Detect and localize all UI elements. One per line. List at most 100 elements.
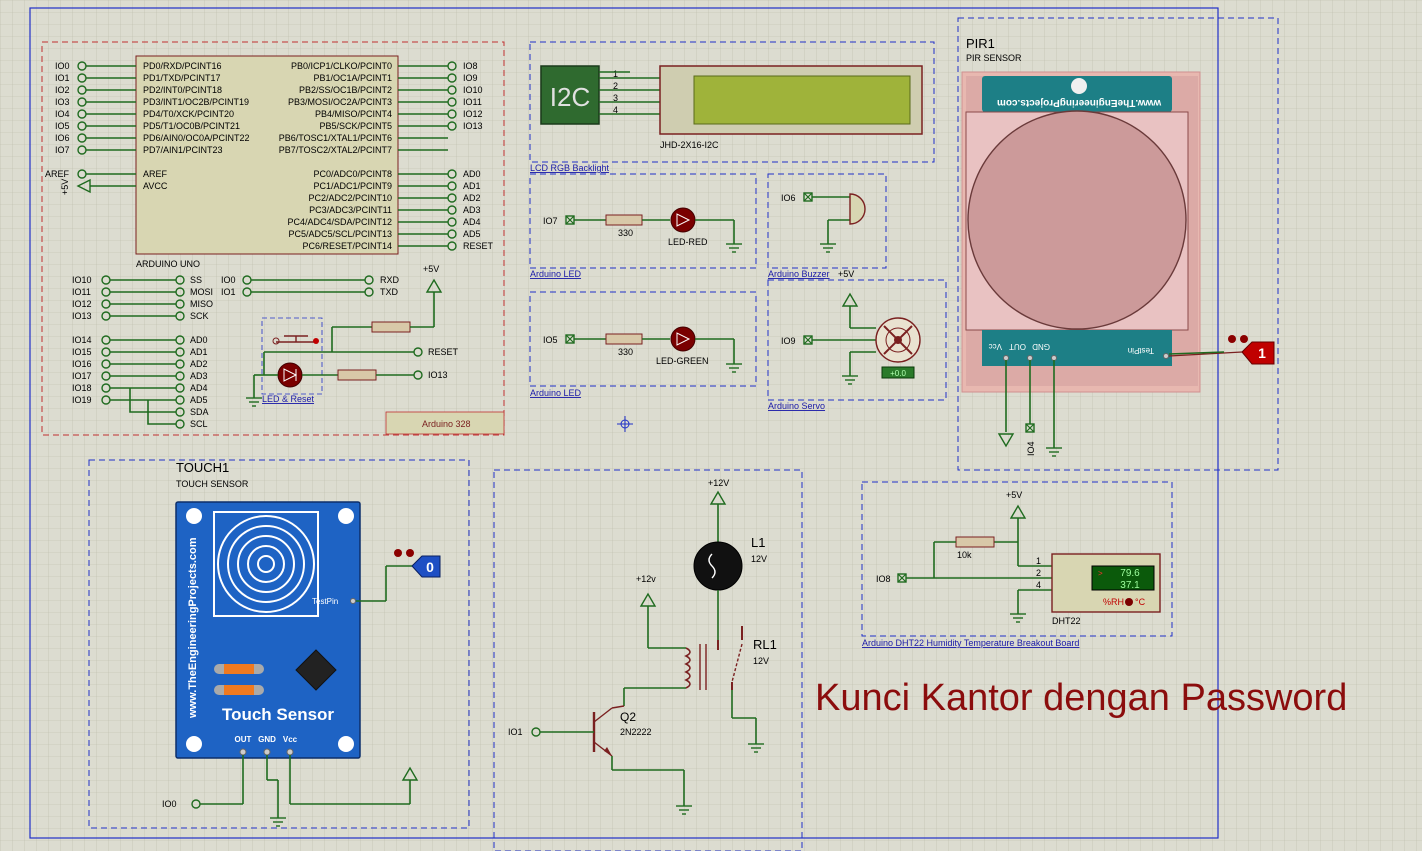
pir-pin-gnd[interactable] xyxy=(1051,355,1057,361)
origin-marker xyxy=(617,416,633,432)
buzzer-symbol[interactable] xyxy=(849,193,866,225)
relay-block[interactable]: +12V L1 12V +12v RL1 12V xyxy=(493,469,803,851)
terminal-io6[interactable] xyxy=(77,133,87,143)
touch-pin-gnd[interactable] xyxy=(263,748,271,756)
terminal-io12[interactable] xyxy=(447,109,457,119)
arduino-right-pin-label: PB3/MOSI/OC2A/PCINT3 xyxy=(288,97,392,107)
terminal-io1[interactable] xyxy=(77,73,87,83)
led-green-resistor[interactable] xyxy=(605,333,643,345)
touch-io: IO0 xyxy=(162,799,177,809)
svg-text:1: 1 xyxy=(1258,345,1266,361)
terminal-spi-out[interactable] xyxy=(175,287,185,297)
ad-out-label: AD2 xyxy=(190,359,208,369)
terminal-ad-out[interactable] xyxy=(175,347,185,357)
terminal-io2[interactable] xyxy=(77,85,87,95)
arduino-left-pin-label: PD7/AIN1/PCINT23 xyxy=(143,145,223,155)
pir-io: IO4 xyxy=(1026,441,1036,456)
dht-vcc-label: +5V xyxy=(1006,490,1022,500)
touch-generator-marker[interactable] xyxy=(411,555,441,578)
serial-out-label: TXD xyxy=(380,287,399,297)
terminal-spi-out[interactable] xyxy=(175,275,185,285)
led-red-resistor[interactable] xyxy=(605,214,643,226)
lcd-block[interactable]: I2C 1SCL2SDA3VDD4VSS JHD-2X16-I2C LCD RG… xyxy=(529,41,935,173)
arduino-left-io-label: IO2 xyxy=(55,85,70,95)
led-red-block[interactable]: IO7 330 LED-RED Arduino LED xyxy=(529,173,757,279)
terminal-io13[interactable] xyxy=(447,121,457,131)
ad-in-label: IO14 xyxy=(72,335,92,345)
pir-lens[interactable] xyxy=(967,110,1187,330)
terminal-ad-out[interactable] xyxy=(175,335,185,345)
terminal-ad0[interactable] xyxy=(447,169,457,179)
relay-coil[interactable] xyxy=(684,626,743,690)
arduino-analog-io-label: AD0 xyxy=(463,169,481,179)
terminal-io9[interactable] xyxy=(447,73,457,83)
pir-block[interactable]: PIR1 PIR SENSOR www.TheEngineeringProjec… xyxy=(957,17,1279,471)
ad-in-label: IO17 xyxy=(72,371,92,381)
led-green-block[interactable]: IO5 330 LED-GREEN Arduino LED xyxy=(529,291,757,398)
serial-in-label: IO0 xyxy=(221,275,236,285)
svg-text:0: 0 xyxy=(426,559,434,575)
terminal-io7[interactable] xyxy=(77,145,87,155)
terminal-serial-out[interactable] xyxy=(364,275,374,285)
reset-led[interactable] xyxy=(277,362,303,388)
avcc-5v-label: +5V xyxy=(60,179,70,195)
terminal-io8[interactable] xyxy=(447,61,457,71)
terminal-serial-out[interactable] xyxy=(364,287,374,297)
dht-resistor[interactable] xyxy=(955,536,995,548)
terminal-ad4[interactable] xyxy=(447,217,457,227)
reset-button[interactable] xyxy=(272,335,319,345)
dht-block[interactable]: +5V 10k IO8 1VDD2DATA4GND > 79.6 37.1 %R… xyxy=(861,481,1173,648)
terminal-reset[interactable] xyxy=(447,241,457,251)
buzzer-block[interactable]: IO6 Arduino Buzzer +5V xyxy=(767,173,887,279)
terminal-ad-out[interactable] xyxy=(175,395,185,405)
pir-name: PIR1 xyxy=(966,36,995,51)
spi-in-label: IO11 xyxy=(72,287,91,297)
pir-generator-marker[interactable] xyxy=(1241,341,1275,365)
terminal-ad-out[interactable] xyxy=(175,371,185,381)
pir-pin-vcc[interactable] xyxy=(1003,355,1009,361)
terminal-ad-out[interactable] xyxy=(175,359,185,369)
arduino-analog-pin-label: PC2/ADC2/PCINT10 xyxy=(308,193,392,203)
ad-in-label: IO18 xyxy=(72,383,92,393)
touch-pin-vcc[interactable] xyxy=(286,748,294,756)
dht-res-value: 10k xyxy=(957,550,972,560)
transistor-model: 2N2222 xyxy=(620,727,652,737)
terminal-ad-out[interactable] xyxy=(175,383,185,393)
servo-block[interactable]: IO9 +0.0 Arduino Servo xyxy=(767,279,947,411)
terminal-ad1[interactable] xyxy=(447,181,457,191)
touch-pad[interactable] xyxy=(213,511,319,617)
arduino-right-io-label: IO10 xyxy=(463,85,483,95)
arduino-chip[interactable] xyxy=(135,55,399,255)
led-green[interactable] xyxy=(670,326,696,352)
touch-pin-out[interactable] xyxy=(239,748,247,756)
terminal-spi-out[interactable] xyxy=(175,299,185,309)
arduino-sheet-label: Arduino 328 xyxy=(422,419,471,429)
pir-pin-out[interactable] xyxy=(1027,355,1033,361)
terminal-io11[interactable] xyxy=(447,97,457,107)
lcd-caption: LCD RGB Backlight xyxy=(530,163,610,173)
led-red[interactable] xyxy=(670,207,696,233)
terminal-io5[interactable] xyxy=(77,121,87,131)
terminal-ad5[interactable] xyxy=(447,229,457,239)
terminal-io4[interactable] xyxy=(77,109,87,119)
arduino-analog-io-label: AD2 xyxy=(463,193,481,203)
arduino-right-pin-label: PB0/ICP1/CLKO/PCINT0 xyxy=(291,61,392,71)
reset-resistor[interactable] xyxy=(371,321,411,333)
led-resistor[interactable] xyxy=(337,369,377,381)
terminal-ad3[interactable] xyxy=(447,205,457,215)
terminal-io0[interactable] xyxy=(77,61,87,71)
touch-brand: www.TheEngineeringProjects.com xyxy=(187,537,199,719)
lcd-pin-number: 3 xyxy=(613,93,618,103)
arduino-left-io-label: IO5 xyxy=(55,121,70,131)
terminal-spi-out[interactable] xyxy=(175,311,185,321)
i2c-module[interactable] xyxy=(540,65,600,125)
terminal-io3[interactable] xyxy=(77,97,87,107)
dht-io: IO8 xyxy=(876,574,891,584)
touch-block[interactable]: TOUCH1 TOUCH SENSOR www.TheEngineeringPr… xyxy=(88,459,470,829)
aref-label: AREF xyxy=(45,169,70,179)
terminal-io10[interactable] xyxy=(447,85,457,95)
terminal-ad2[interactable] xyxy=(447,193,457,203)
lamp-l1[interactable] xyxy=(693,541,743,591)
sheet-border xyxy=(29,7,1219,839)
